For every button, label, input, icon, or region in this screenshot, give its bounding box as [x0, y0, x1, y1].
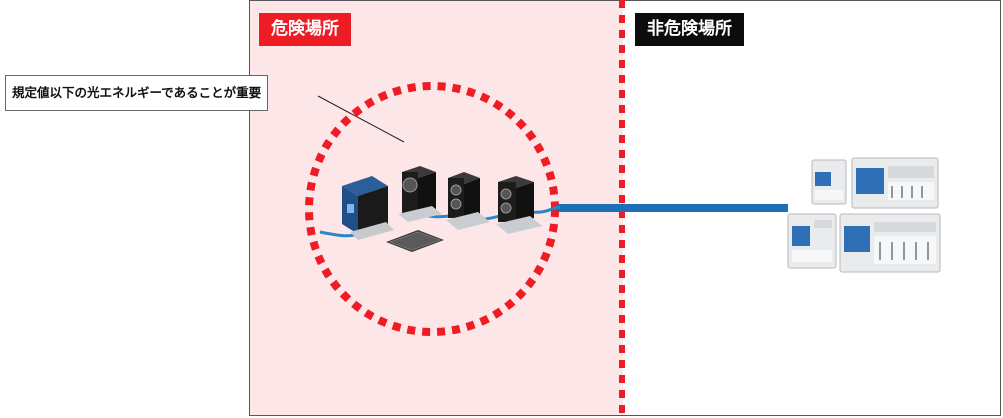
photoelectric-sensor-icon — [398, 166, 442, 222]
photoelectric-sensor-icon — [446, 172, 490, 230]
signal-cable-icon — [558, 204, 788, 212]
amplifier-unit-icon — [787, 213, 837, 269]
blue-sensor-head-icon — [342, 176, 394, 240]
reflector-plate-icon — [386, 230, 444, 252]
sensor-cable-icon — [424, 205, 561, 221]
amplifier-unit-icon — [811, 159, 847, 205]
non-hazardous-area-label: 非危険場所 — [635, 13, 744, 46]
callout-box: 規定値以下の光エネルギーであることが重要 — [5, 75, 269, 111]
amplifier-unit-icon — [851, 157, 939, 209]
photoelectric-sensor-icon — [496, 176, 542, 234]
callout-leader-line — [317, 95, 405, 143]
amplifier-unit-icon — [839, 213, 941, 273]
hazardous-area-label: 危険場所 — [259, 13, 351, 46]
